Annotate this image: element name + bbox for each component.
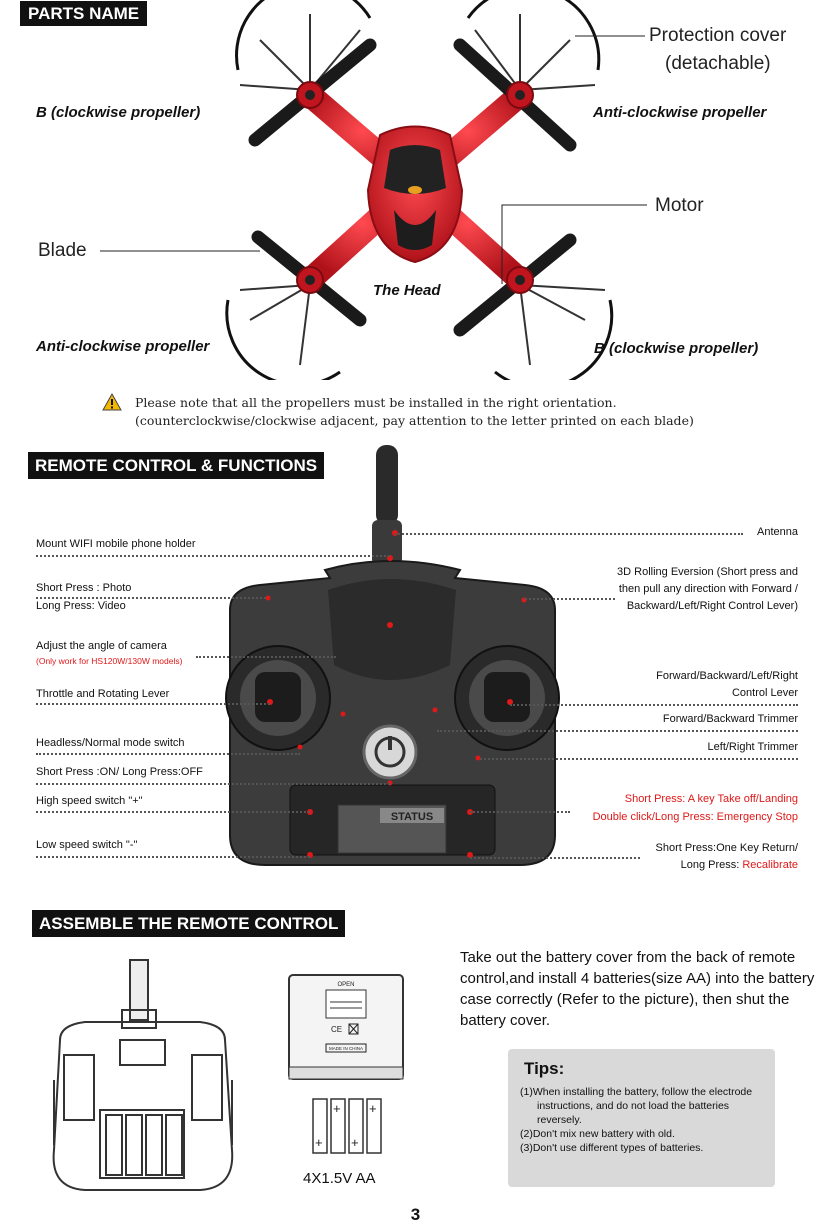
anticlockwise-propeller-bottom-label: Anti-clockwise propeller xyxy=(36,338,209,355)
throttle-lever-leader xyxy=(36,703,270,705)
takeoff-landing-label: Short Press: A key Take off/Landing xyxy=(625,793,798,805)
svg-text:CE: CE xyxy=(331,1025,342,1034)
photo-label: Short Press : Photo xyxy=(36,582,131,594)
headless-mode-leader xyxy=(36,753,300,755)
takeoff-landing-leader xyxy=(470,811,570,813)
low-speed-switch-label: Low speed switch "-" xyxy=(36,839,137,851)
status-panel-text: STATUS xyxy=(391,811,433,823)
control-lever-leader xyxy=(510,704,798,706)
warning-icon xyxy=(102,393,122,411)
cover-made-in-text: MADE IN CHINA xyxy=(329,1046,363,1051)
drone-illustration xyxy=(210,0,630,380)
tips-list: (1)When installing the battery, follow t… xyxy=(520,1085,765,1155)
tips-title: Tips: xyxy=(524,1059,564,1079)
orientation-note-line-2: (counterclockwise/clockwise adjacent, pa… xyxy=(135,412,694,430)
svg-text:+: + xyxy=(333,1101,341,1116)
protection-cover-leader-line xyxy=(575,30,645,42)
protection-cover-detachable-label: (detachable) xyxy=(665,53,771,75)
svg-text:+: + xyxy=(315,1135,323,1150)
cover-open-text: OPEN xyxy=(337,982,354,988)
lr-trimmer-leader xyxy=(480,758,798,760)
one-key-return-leader xyxy=(470,857,640,859)
motor-label: Motor xyxy=(655,195,704,217)
controller-back-illustration xyxy=(40,950,245,1200)
b-clockwise-propeller-bottom-label: B (clockwise propeller) xyxy=(594,340,758,357)
camera-angle-note: (Only work for HS120W/130W models) xyxy=(36,656,182,666)
assemble-instructions: Take out the battery cover from the back… xyxy=(460,947,815,1031)
mount-phone-holder-leader xyxy=(36,555,390,557)
emergency-stop-label: Double click/Long Press: Emergency Stop xyxy=(593,811,798,823)
tip-item: (2)Don't mix new battery with old. xyxy=(520,1127,765,1141)
camera-angle-label: Adjust the angle of camera xyxy=(36,640,167,652)
video-label: Long Press: Video xyxy=(36,600,126,612)
fb-trimmer-label: Forward/Backward Trimmer xyxy=(663,713,798,725)
antenna-label: Antenna xyxy=(757,526,798,538)
b-clockwise-propeller-top-label: B (clockwise propeller) xyxy=(36,104,200,121)
headless-mode-label: Headless/Normal mode switch xyxy=(36,737,185,749)
motor-leader-line xyxy=(497,204,647,284)
one-key-return-label: Short Press:One Key Return/ xyxy=(656,842,798,854)
mount-phone-holder-label: Mount WIFI mobile phone holder xyxy=(36,538,196,550)
battery-size-label: 4X1.5V AA xyxy=(303,1170,376,1187)
protection-cover-label: Protection cover xyxy=(649,25,786,47)
control-lever-label-1: Forward/Backward/Left/Right xyxy=(656,670,798,682)
throttle-lever-label: Throttle and Rotating Lever xyxy=(36,688,169,700)
rolling-eversion-label-1: 3D Rolling Eversion (Short press and xyxy=(617,566,798,578)
svg-text:+: + xyxy=(351,1135,359,1150)
camera-angle-leader xyxy=(196,656,336,658)
parts-name-heading: PARTS NAME xyxy=(20,1,147,26)
tip-item: (1)When installing the battery, follow t… xyxy=(520,1085,765,1127)
assemble-heading: ASSEMBLE THE REMOTE CONTROL xyxy=(32,910,345,937)
tips-box: Tips: (1)When installing the battery, fo… xyxy=(508,1049,775,1187)
rolling-eversion-label-2: then pull any direction with Forward / xyxy=(619,583,798,595)
power-switch-leader xyxy=(36,783,390,785)
tip-item: (3)Don't use different types of batterie… xyxy=(520,1141,765,1155)
svg-text:+: + xyxy=(369,1101,377,1116)
anticlockwise-propeller-top-label: Anti-clockwise propeller xyxy=(593,104,766,121)
the-head-label: The Head xyxy=(373,282,441,299)
blade-label: Blade xyxy=(38,240,87,262)
antenna-leader xyxy=(395,533,743,535)
low-speed-switch-leader xyxy=(36,856,310,858)
remote-controller-illustration: STATUS xyxy=(220,440,565,885)
long-press-text: Long Press: xyxy=(681,859,743,871)
control-lever-label-2: Control Lever xyxy=(732,687,798,699)
recalibrate-text: Recalibrate xyxy=(742,859,798,871)
blade-leader-line xyxy=(100,248,260,254)
photo-video-leader xyxy=(36,597,266,599)
power-switch-label: Short Press :ON/ Long Press:OFF xyxy=(36,766,203,778)
fb-trimmer-leader xyxy=(437,730,798,732)
orientation-note-line-1: Please note that all the propellers must… xyxy=(135,394,617,412)
battery-cover-illustration: OPEN CE MADE IN CHINA xyxy=(286,972,406,1084)
batteries-illustration: + + + + xyxy=(310,1095,385,1157)
rolling-eversion-leader xyxy=(525,598,615,600)
recalibrate-label: Long Press: Recalibrate xyxy=(681,859,798,871)
high-speed-switch-leader xyxy=(36,811,310,813)
rolling-eversion-label-3: Backward/Left/Right Control Lever) xyxy=(627,600,798,612)
high-speed-switch-label: High speed switch "+" xyxy=(36,795,143,807)
page-number: 3 xyxy=(0,1205,831,1225)
lr-trimmer-label: Left/Right Trimmer xyxy=(708,741,798,753)
